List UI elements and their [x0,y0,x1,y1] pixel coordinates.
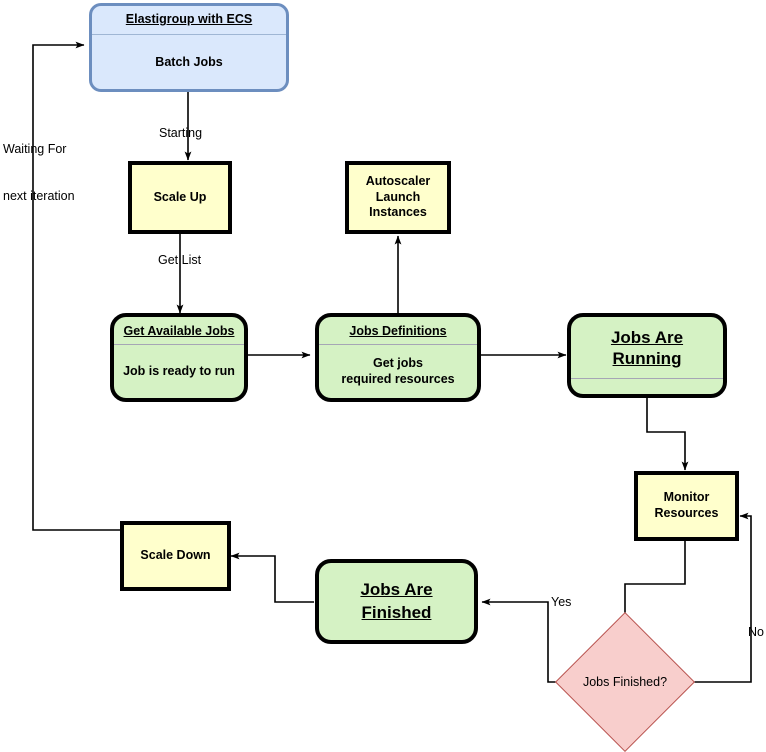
node-jobs-finished-decision[interactable]: Jobs Finished? [555,612,695,752]
edge-label-waiting-line1: Waiting For [3,142,67,157]
node-jobs-are-finished-title-line2: Finished [361,602,432,622]
edge-jobs-finished-yes-to-jobs-are-finished [481,598,565,683]
node-jobs-are-running-title-line2: Running [612,349,682,369]
edge-scale-down-to-elastigroup [32,41,120,531]
node-jobs-are-finished[interactable]: Jobs Are Finished [315,559,478,644]
node-scale-down[interactable]: Scale Down [120,521,231,591]
edge-jobs-are-running-to-monitor-resources [646,398,689,471]
node-get-available-jobs-divider [114,344,244,346]
edge-jobs-are-finished-to-scale-down [230,552,314,603]
node-jobs-definitions-body-line2: required resources [341,371,455,386]
node-jobs-definitions-body-line1: Get jobs [372,356,423,371]
node-jobs-definitions[interactable]: Jobs Definitions Get jobs required resou… [315,313,481,402]
edge-monitor-resources-to-jobs-finished [621,541,686,639]
node-jobs-are-finished-title-line1: Jobs Are [360,580,433,600]
node-jobs-are-running-title: Jobs Are Running [571,317,723,378]
edge-label-no: No [748,625,764,639]
node-autoscaler-line3: Instances [369,205,427,220]
node-jobs-definitions-body: Get jobs required resources [319,345,477,398]
node-jobs-are-running[interactable]: Jobs Are Running [567,313,727,398]
edge-label-starting: Starting [159,126,203,140]
edge-label-yes: Yes [551,595,572,609]
node-jobs-are-running-divider [571,377,723,379]
node-autoscaler-line2: Launch [375,189,421,204]
node-scale-up[interactable]: Scale Up [128,161,232,234]
node-jobs-finished-label: Jobs Finished? [582,675,668,689]
edge-label-get-list: Get List [158,253,202,267]
node-get-available-jobs[interactable]: Get Available Jobs Job is ready to run [110,313,248,402]
node-jobs-definitions-divider [319,344,477,346]
node-scale-down-label: Scale Down [140,548,211,563]
node-get-available-jobs-title: Get Available Jobs [123,324,235,338]
node-jobs-definitions-title: Jobs Definitions [349,324,447,338]
node-monitor-resources[interactable]: Monitor Resources [634,471,739,541]
node-jobs-are-finished-title: Jobs Are Finished [319,579,474,623]
node-elastigroup-with-ecs[interactable]: Elastigroup with ECS Batch Jobs [89,3,289,92]
node-elastigroup-title: Elastigroup with ECS [125,12,253,26]
node-monitor-resources-line2: Resources [654,506,719,520]
node-jobs-are-running-body [571,379,723,395]
edge-label-waiting-for-next-iteration: Waiting For next iteration [3,111,75,220]
edge-label-waiting-line2: next iteration [3,189,75,204]
node-elastigroup-divider [92,33,286,35]
node-autoscaler-line1: Autoscaler [365,174,431,189]
node-monitor-resources-line1: Monitor [663,490,710,505]
edge-jobs-finished-no-to-monitor-resources [683,512,752,683]
node-jobs-are-running-title-line1: Jobs Are [610,328,684,347]
node-get-available-jobs-body: Job is ready to run [123,363,235,378]
node-autoscaler-launch-instances[interactable]: Autoscaler Launch Instances [345,161,451,234]
node-elastigroup-body: Batch Jobs [155,54,223,69]
node-scale-up-label: Scale Up [153,189,207,204]
